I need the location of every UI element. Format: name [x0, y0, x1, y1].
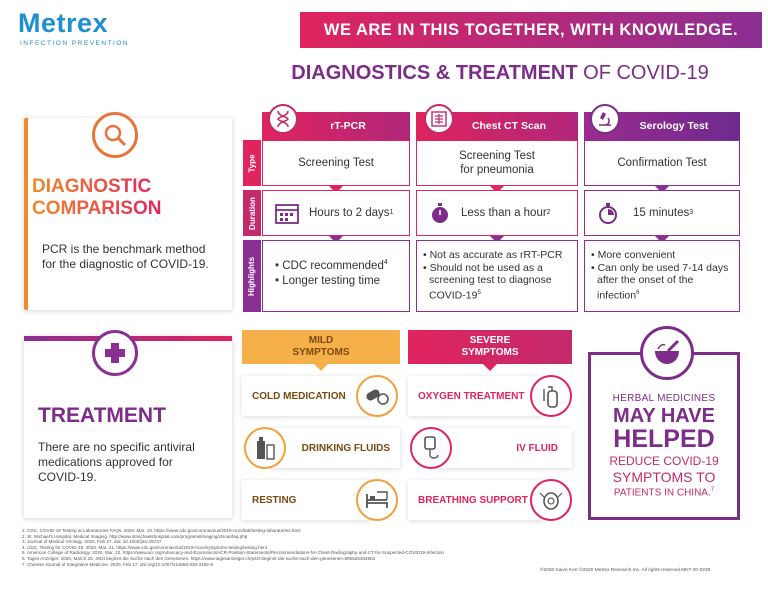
rt-pcr-duration-text: Hours to 2 days — [309, 207, 390, 219]
herbal-line5: SYMPTOMS TO — [612, 469, 716, 485]
herbal-line6: PATIENTS IN CHINA.7 — [613, 487, 715, 499]
footnote: 5. American College of Radiology. 2020, … — [22, 550, 444, 556]
serology-label: Serology Test — [639, 120, 709, 132]
row-label-duration: Duration — [243, 190, 261, 236]
severe-item-iv-fluid: IV FLUID — [436, 428, 572, 468]
timer-icon — [599, 203, 617, 224]
rt-pcr-type: Screening Test — [262, 140, 410, 186]
rt-pcr-highlights: • CDC recommended4 • Longer testing time — [262, 240, 410, 312]
chest-ct-type: Screening Test for pneumonia — [416, 140, 578, 186]
footnote: 1. CDC. COVID-19 Testing at Laboratories… — [22, 528, 301, 533]
page-title: DIAGNOSTICS & TREATMENT OF COVID-19 — [250, 62, 750, 85]
list-item: • Can only be used 7-14 days after the o… — [591, 261, 729, 302]
list-item: • Should not be used as a screening test… — [423, 261, 552, 302]
pills-icon — [356, 375, 398, 417]
diagnostic-title: DIAGNOSTIC COMPARISON — [32, 176, 161, 220]
treatment-title: TREATMENT — [38, 404, 166, 427]
logo-tagline: INFECTION PREVENTION — [20, 40, 130, 47]
water-bottle-icon — [244, 427, 286, 469]
diagnostic-title-line2: COMPARISON — [32, 198, 162, 219]
herbal-line2: MAY HAVE — [613, 405, 715, 427]
footnote: 7. Chinese Journal of Integrative Medici… — [22, 561, 213, 567]
calendar-icon — [275, 204, 299, 224]
herbal-line1: HERBAL MEDICINES — [612, 393, 716, 404]
diagnostic-text: PCR is the benchmark method for the diag… — [42, 242, 209, 271]
chest-ct-label: Chest CT Scan — [471, 120, 547, 132]
bed-icon — [356, 479, 398, 521]
stopwatch-icon — [432, 203, 448, 223]
microscope-icon — [590, 104, 620, 134]
breathing-mask-icon — [530, 479, 572, 521]
mild-item-cold-medication: COLD MEDICATION — [242, 376, 372, 416]
iv-bag-icon — [410, 427, 452, 469]
herbal-line4: REDUCE COVID-19 — [609, 454, 719, 468]
row-label-highlights: Highlights — [243, 240, 261, 312]
row-label-type: Type — [243, 140, 261, 186]
chest-ct-duration-text: Less than a hour — [461, 207, 547, 219]
footnote: 4. CDC. Testing for COVID-19. 2020, Mar.… — [22, 544, 267, 550]
list-item: • More convenient — [591, 249, 676, 261]
dna-icon — [268, 104, 298, 134]
serology-duration-text: 15 minutes — [633, 207, 690, 219]
title-light: OF COVID-19 — [577, 62, 709, 84]
diagnostic-title-line1: DIAGNOSTIC — [32, 176, 161, 198]
severe-item-breathing-support: BREATHING SUPPORT — [408, 480, 544, 520]
medical-cross-icon — [92, 330, 138, 376]
footnote: 6. Tages Anzeiger. 2020, March 26. Jetzt… — [22, 555, 376, 561]
herbal-box: HERBAL MEDICINES MAY HAVE HELPED REDUCE … — [588, 352, 740, 520]
footnotes: 1. CDC. COVID-19 Testing at Laboratories… — [22, 528, 522, 567]
treatment-text: There are no specific antiviral medicati… — [38, 440, 195, 484]
footnote: 3. Journal of Medical Virology. 2020, Fe… — [22, 539, 162, 545]
list-item: • CDC recommended4 — [275, 259, 388, 272]
xray-icon — [424, 104, 454, 134]
magnifier-icon — [92, 112, 138, 158]
mild-item-resting: RESTING — [242, 480, 372, 520]
top-banner: WE ARE IN THIS TOGETHER, WITH KNOWLEDGE. — [300, 12, 762, 48]
serology-type: Confirmation Test — [584, 140, 740, 186]
severe-item-oxygen: OXYGEN TREATMENT — [408, 376, 544, 416]
list-item: • Not as accurate as rRT-PCR — [423, 249, 563, 261]
chest-ct-highlights: • Not as accurate as rRT-PCR • Should no… — [416, 240, 578, 312]
metrex-logo: Metrex — [18, 8, 109, 38]
mild-item-drinking-fluids: DRINKING FLUIDS — [270, 428, 400, 468]
herbal-line3: HELPED — [613, 425, 715, 453]
title-bold: DIAGNOSTICS & TREATMENT — [291, 62, 578, 84]
list-item: • Longer testing time — [275, 274, 381, 287]
tab-serology: Serology Test — [584, 112, 740, 140]
oxygen-tank-icon — [530, 375, 572, 417]
copyright: ©2020 Kaivo Kerr ©2020 Metrex Research I… — [540, 568, 711, 573]
serology-highlights: • More convenient • Can only be used 7-1… — [584, 240, 740, 312]
mortar-pestle-icon — [640, 326, 694, 380]
rt-pcr-label: rT-PCR — [330, 120, 366, 132]
footnote: 2. St. Michael's Hospital. Medical Imagi… — [22, 533, 248, 539]
